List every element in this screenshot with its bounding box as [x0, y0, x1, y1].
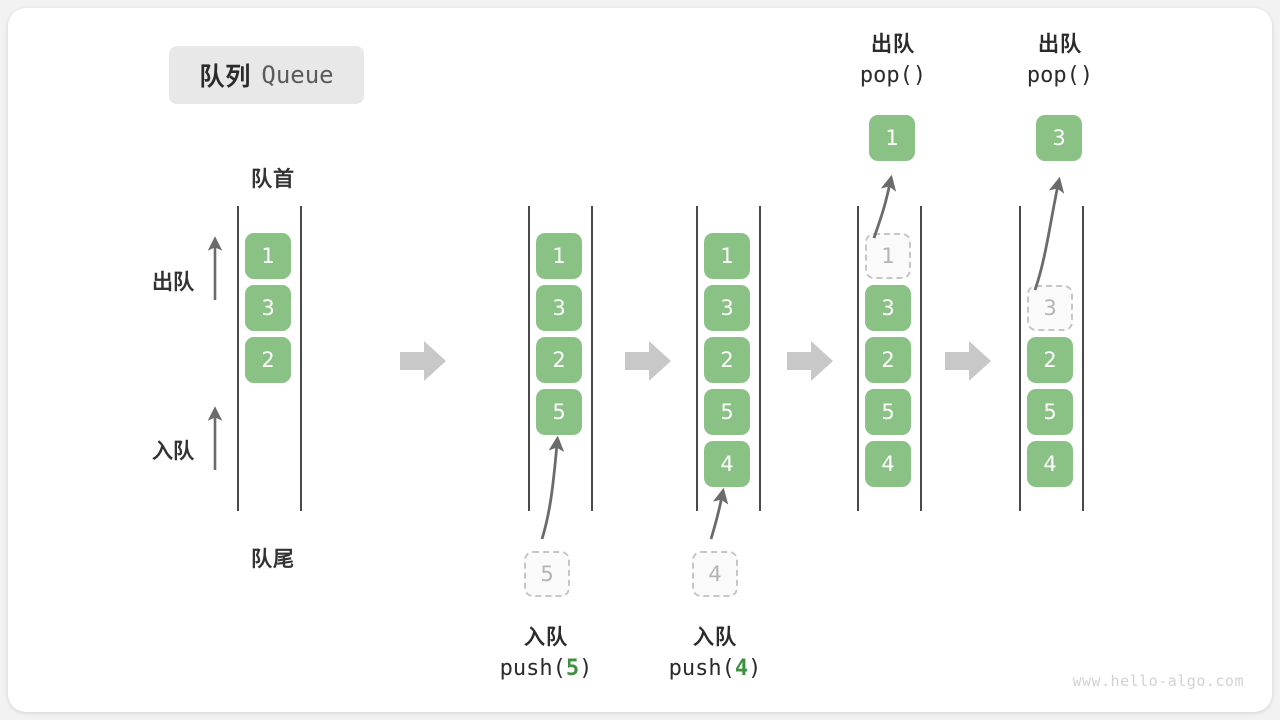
push-4-arrow — [709, 487, 729, 540]
rail-right-c1 — [300, 206, 302, 511]
rail-left-c1 — [237, 206, 239, 511]
rail-right-c3 — [759, 206, 761, 511]
pop-1-code-prefix: pop( — [859, 63, 913, 89]
head-label: 队首 — [251, 168, 295, 191]
rail-right-c2 — [591, 206, 593, 511]
step-arrow-3 — [787, 341, 833, 381]
title-badge: 队列 Queue — [169, 46, 364, 104]
queue-element: 2 — [245, 337, 291, 383]
pop-1-arrow — [872, 174, 897, 239]
rail-right-c4 — [920, 206, 922, 511]
pop-1-zh: 出队 — [871, 33, 915, 56]
queue-element: 1 — [245, 233, 291, 279]
ghost-element: 1 — [865, 233, 911, 279]
pop-1-code: pop() — [803, 60, 983, 92]
rail-left-c4 — [857, 206, 859, 511]
queue-element: 1 — [536, 233, 582, 279]
push-5-arrow — [540, 435, 565, 540]
queue-element: 3 — [245, 285, 291, 331]
queue-element: 5 — [704, 389, 750, 435]
push-4-label: 入队 push(4) — [620, 623, 810, 685]
push-4-code: push(4) — [620, 653, 810, 685]
rail-left-c2 — [528, 206, 530, 511]
queue-element: 2 — [536, 337, 582, 383]
rail-left-c3 — [696, 206, 698, 511]
title-en: Queue — [261, 61, 334, 89]
diagram-card: 队列 Queue 队首 队尾 出队 入队 1 3 2 1 3 2 5 5 入队 … — [8, 8, 1272, 712]
queue-element: 5 — [865, 389, 911, 435]
pop-1-label: 出队 pop() — [803, 30, 983, 92]
step-arrow-4 — [945, 341, 991, 381]
push-5-code-value: 5 — [565, 656, 580, 682]
pop-1-code-suffix: ) — [912, 63, 927, 89]
push-5-code: push(5) — [451, 653, 641, 685]
queue-element: 2 — [1027, 337, 1073, 383]
step-arrow-2 — [625, 341, 671, 381]
rail-right-c5 — [1082, 206, 1084, 511]
pop-3-code-suffix: ) — [1079, 63, 1094, 89]
popped-element: 1 — [869, 115, 915, 161]
push-5-code-prefix: push( — [499, 656, 566, 682]
tail-label: 队尾 — [251, 548, 295, 571]
step-arrow-1 — [400, 341, 446, 381]
pop-3-code: pop() — [970, 60, 1150, 92]
push-5-code-suffix: ) — [579, 656, 593, 682]
push-4-code-value: 4 — [734, 656, 749, 682]
push-4-code-suffix: ) — [748, 656, 762, 682]
rail-left-c5 — [1019, 206, 1021, 511]
dequeue-label: 出队 — [152, 271, 194, 294]
ghost-element: 4 — [692, 551, 738, 597]
pop-3-code-prefix: pop( — [1026, 63, 1080, 89]
push-4-zh: 入队 — [693, 626, 737, 649]
title-zh: 队列 — [199, 63, 252, 91]
queue-element: 1 — [704, 233, 750, 279]
ghost-element: 3 — [1027, 285, 1073, 331]
pop-3-zh: 出队 — [1038, 33, 1082, 56]
enqueue-label: 入队 — [152, 440, 194, 463]
queue-element: 5 — [536, 389, 582, 435]
queue-element: 4 — [1027, 441, 1073, 487]
queue-element: 2 — [704, 337, 750, 383]
queue-element: 3 — [704, 285, 750, 331]
queue-element: 4 — [704, 441, 750, 487]
watermark: www.hello-algo.com — [1072, 672, 1244, 690]
push-5-zh: 入队 — [524, 626, 568, 649]
push-5-label: 入队 push(5) — [451, 623, 641, 685]
queue-element: 3 — [536, 285, 582, 331]
popped-element: 3 — [1036, 115, 1082, 161]
pop-3-arrow — [1033, 176, 1065, 291]
queue-element: 5 — [1027, 389, 1073, 435]
push-4-code-prefix: push( — [668, 656, 735, 682]
queue-element: 2 — [865, 337, 911, 383]
ghost-element: 5 — [524, 551, 570, 597]
queue-element: 3 — [865, 285, 911, 331]
queue-element: 4 — [865, 441, 911, 487]
pop-3-label: 出队 pop() — [970, 30, 1150, 92]
